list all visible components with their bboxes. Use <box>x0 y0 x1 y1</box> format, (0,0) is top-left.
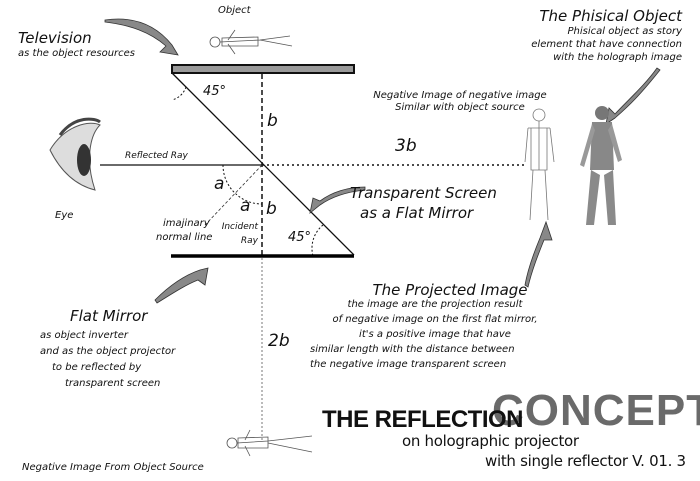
a-right-label: a <box>240 196 251 216</box>
title-concept: CONCEPT <box>492 386 700 435</box>
eye-label: Eye <box>55 210 74 221</box>
flat-mirror-desc-4: transparent screen <box>65 378 161 389</box>
arrow-transparent-screen <box>309 186 366 214</box>
negative-source-label: Negative Image From Object Source <box>22 462 204 473</box>
flat-mirror-desc-2: and as the object projector <box>40 346 176 357</box>
object-figure <box>209 29 293 55</box>
negative-source-figure <box>226 429 313 457</box>
projected-image-desc-2: of negative image on the first flat mirr… <box>332 314 538 325</box>
three-b-label: 3b <box>395 136 417 156</box>
physical-object-title: The Phisical Object <box>539 7 682 25</box>
angle-45-top-label: 45° <box>203 84 227 99</box>
title-the-reflection: THE REFLECTION <box>322 406 524 433</box>
negative-image-figure <box>524 108 555 221</box>
subtitle-line-1: on holographic projector <box>402 432 579 450</box>
normal-line <box>204 164 263 226</box>
b-upper-label: b <box>267 111 278 131</box>
projected-image-desc-5: the negative image transparent screen <box>310 359 507 370</box>
projected-image-desc-3: it's a positive image that have <box>359 329 511 340</box>
angle-45-bottom-label: 45° <box>288 230 312 245</box>
a-left-label: a <box>214 174 225 194</box>
arrow-flat-mirror <box>154 267 209 304</box>
television-screen-bar <box>171 64 355 74</box>
flat-mirror-desc-1: as object inverter <box>40 330 128 341</box>
normal-line-label-2: normal line <box>156 232 213 243</box>
transparent-screen-line <box>171 72 355 256</box>
arrow-television <box>104 18 179 56</box>
television-desc: as the object resources <box>18 48 136 59</box>
angle-45-top-arc <box>171 86 187 101</box>
reflected-ray-label: Reflected Ray <box>125 151 188 161</box>
transparent-screen-title: Transparent Screen <box>350 184 497 202</box>
physical-object-desc-3: with the holograph image <box>553 52 682 63</box>
physical-object-desc-2: element that have connection <box>531 39 682 50</box>
negative-image-desc-2: Similar with object source <box>395 102 525 113</box>
two-b-label: 2b <box>268 331 290 351</box>
subtitle-line-2: with single reflector V. 01. 3 <box>485 452 686 470</box>
normal-line-label-1: imajinary <box>163 218 210 229</box>
incident-ray-label-1: Incident <box>221 222 258 232</box>
transparent-screen-desc: as a Flat Mirror <box>360 204 474 222</box>
physical-object-desc-1: Phisical object as story <box>567 26 682 37</box>
arrow-projected-image <box>524 220 553 288</box>
television-title: Television <box>18 29 92 47</box>
projected-image-title: The Projected Image <box>372 281 528 299</box>
b-lower-label: b <box>266 199 277 219</box>
angle-45-bottom-arc <box>311 224 324 257</box>
arrows <box>104 18 661 304</box>
flat-mirror-desc-3: to be reflected by <box>52 362 142 373</box>
flat-mirror-title-text: Flat Mirror <box>70 307 148 325</box>
physical-object-figure <box>580 106 622 225</box>
projected-image-desc-1: the image are the projection result <box>347 299 523 310</box>
object-label: Object <box>218 5 251 16</box>
projected-image-desc-4: similar length with the distance between <box>310 344 515 355</box>
negative-image-desc-1: Negative Image of negative image <box>373 90 547 101</box>
eye-illustration <box>49 117 101 191</box>
incident-ray-label-2: Ray <box>240 236 258 246</box>
arrow-physical-object <box>605 67 661 125</box>
